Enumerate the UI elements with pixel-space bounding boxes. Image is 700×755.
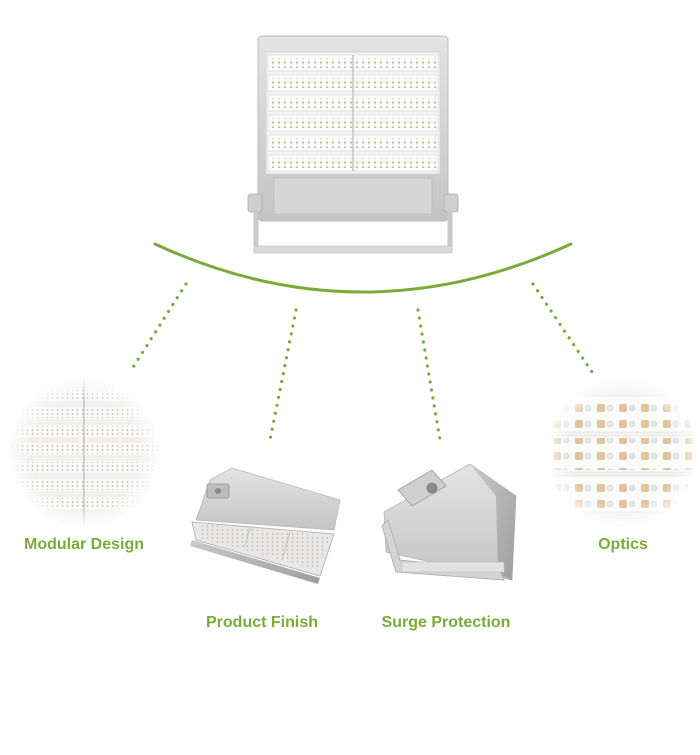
floodlight-angled-housing-icon (190, 467, 341, 584)
connector-arc (153, 242, 573, 294)
led-lens-closeup-icon (548, 378, 696, 526)
floodlight-bracket-side-icon (381, 463, 517, 581)
feature-label-optics: Optics (598, 536, 648, 553)
floodlight-led-modules-closeup-icon (10, 378, 158, 526)
feature-label-modular-design: Modular Design (23, 536, 145, 553)
dotted-connectors (128, 282, 594, 442)
feature-label-product-finish: Product Finish (206, 614, 318, 631)
led-floodlight-fixture-icon (247, 35, 459, 254)
feature-label-surge-protection: Surge Protection (381, 614, 511, 631)
